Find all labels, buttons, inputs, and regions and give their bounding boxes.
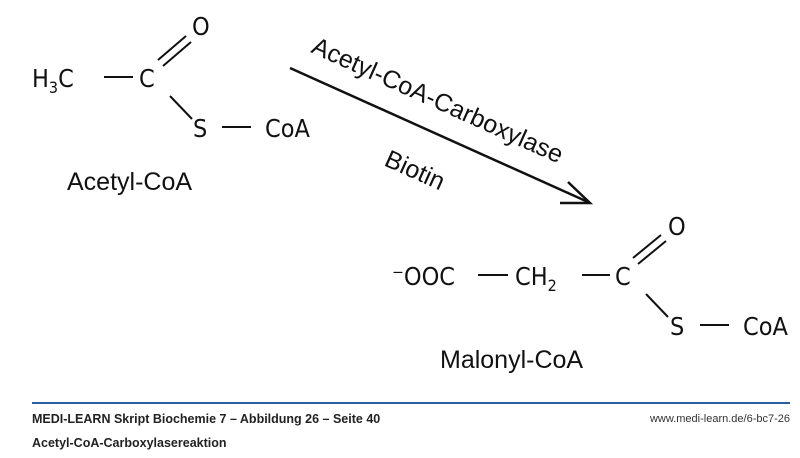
footer-url[interactable]: www.medi-learn.de/6-bc7-26 xyxy=(649,413,790,425)
methylene-group: CH2 xyxy=(515,262,557,295)
reaction-arrow xyxy=(289,66,589,204)
sulfur-atom: S xyxy=(193,114,207,143)
acetyl-coa-structure: H3C C O S CoA Acetyl-CoA xyxy=(32,12,310,196)
malonyl-coa-label: Malonyl-CoA xyxy=(440,346,583,374)
double-bond xyxy=(157,35,187,61)
coa-group: CoA xyxy=(743,312,788,341)
oxygen-atom: O xyxy=(668,212,686,241)
arrowhead-icon xyxy=(560,181,594,205)
double-bond xyxy=(632,234,662,259)
carboxylate-group: ⁻OOC xyxy=(392,262,455,291)
bond xyxy=(645,293,669,318)
carbon-atom: C xyxy=(139,64,155,93)
cofactor-label: Biotin xyxy=(381,145,450,196)
double-bond xyxy=(637,240,667,265)
double-bond xyxy=(162,41,192,67)
footer-source: MEDI-LEARN Skript Biochemie 7 – Abbildun… xyxy=(32,412,381,426)
figure-caption: Acetyl-CoA-Carboxylasereaktion xyxy=(32,436,227,450)
enzyme-label: Acetyl-CoA-Carboxylase xyxy=(308,32,568,169)
coa-group: CoA xyxy=(265,114,310,143)
acetyl-coa-label: Acetyl-CoA xyxy=(67,168,192,196)
sulfur-atom: S xyxy=(670,312,684,341)
oxygen-atom: O xyxy=(192,12,210,41)
reaction-arrow-group: Acetyl-CoA-Carboxylase Biotin xyxy=(289,32,594,205)
bond xyxy=(169,95,193,120)
malonyl-coa-structure: ⁻OOC CH2 C O S CoA Malonyl-CoA xyxy=(392,212,788,374)
methyl-group: H3C xyxy=(32,64,74,97)
carbon-atom: C xyxy=(615,262,631,291)
